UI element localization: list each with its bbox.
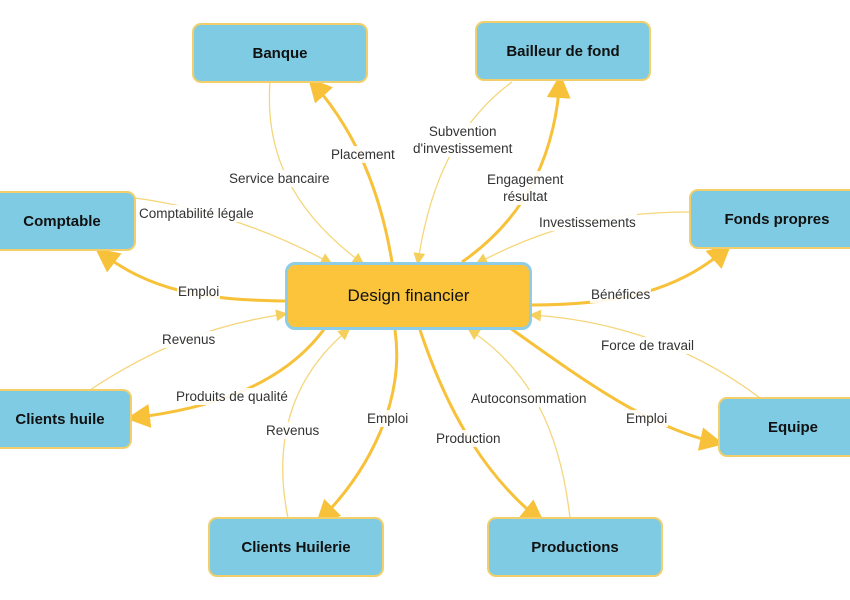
link-comptabilite bbox=[134, 197, 333, 265]
link-revenus-huilerie bbox=[282, 328, 351, 519]
label-engagement: Engagement résultat bbox=[486, 171, 565, 205]
arrow-placement bbox=[307, 77, 394, 263]
label-autoconsommation: Autoconsommation bbox=[470, 390, 588, 407]
node-label: Clients huile bbox=[15, 410, 105, 428]
node-fonds-propres[interactable]: Fonds propres bbox=[689, 189, 850, 249]
label-revenus-huile: Revenus bbox=[161, 331, 217, 348]
node-label: Banque bbox=[252, 44, 308, 62]
label-emploi-equipe: Emploi bbox=[625, 410, 669, 427]
node-comptable[interactable]: Comptable bbox=[0, 191, 136, 251]
label-engagement-line2: résultat bbox=[503, 189, 548, 204]
node-clients-huile[interactable]: Clients huile bbox=[0, 389, 132, 449]
label-force-de-travail: Force de travail bbox=[600, 337, 696, 354]
node-productions[interactable]: Productions bbox=[487, 517, 663, 577]
arrow-emploi-equipe bbox=[509, 326, 724, 451]
center-node-label: Design financier bbox=[347, 286, 470, 305]
arrow-emploi-huilerie bbox=[315, 329, 399, 525]
label-subvention-line1: Subvention bbox=[428, 124, 497, 139]
label-emploi-huilerie: Emploi bbox=[366, 410, 410, 427]
label-service-bancaire: Service bancaire bbox=[228, 170, 331, 187]
node-clients-huilerie[interactable]: Clients Huilerie bbox=[208, 517, 384, 577]
label-comptabilite-legale: Comptabilité légale bbox=[138, 205, 255, 222]
node-label: Fonds propres bbox=[724, 210, 830, 228]
node-bailleur-de-fond[interactable]: Bailleur de fond bbox=[475, 21, 651, 81]
node-label: Clients Huilerie bbox=[241, 538, 351, 556]
link-force-travail bbox=[529, 309, 761, 399]
node-banque[interactable]: Banque bbox=[192, 23, 368, 83]
label-emploi-comptable: Emploi bbox=[177, 283, 221, 300]
node-label: Bailleur de fond bbox=[506, 42, 620, 60]
label-revenus-huilerie: Revenus bbox=[265, 422, 321, 439]
label-production: Production bbox=[435, 430, 502, 447]
center-node[interactable]: Design financier bbox=[285, 262, 532, 330]
label-placement: Placement bbox=[330, 146, 396, 163]
node-label: Equipe bbox=[767, 418, 818, 436]
node-equipe[interactable]: Equipe bbox=[718, 397, 850, 457]
label-subvention: Subvention d'investissement bbox=[412, 123, 514, 157]
link-revenus-huile bbox=[89, 309, 288, 391]
label-investissements: Investissements bbox=[538, 214, 637, 231]
label-produits-de-qualite: Produits de qualité bbox=[175, 388, 289, 405]
node-label: Productions bbox=[531, 538, 619, 556]
label-benefices: Bénéfices bbox=[590, 286, 652, 303]
label-subvention-line2: d'investissement bbox=[413, 141, 513, 156]
node-label: Comptable bbox=[23, 212, 101, 230]
label-engagement-line1: Engagement bbox=[487, 172, 564, 187]
arrow-production bbox=[418, 329, 545, 524]
